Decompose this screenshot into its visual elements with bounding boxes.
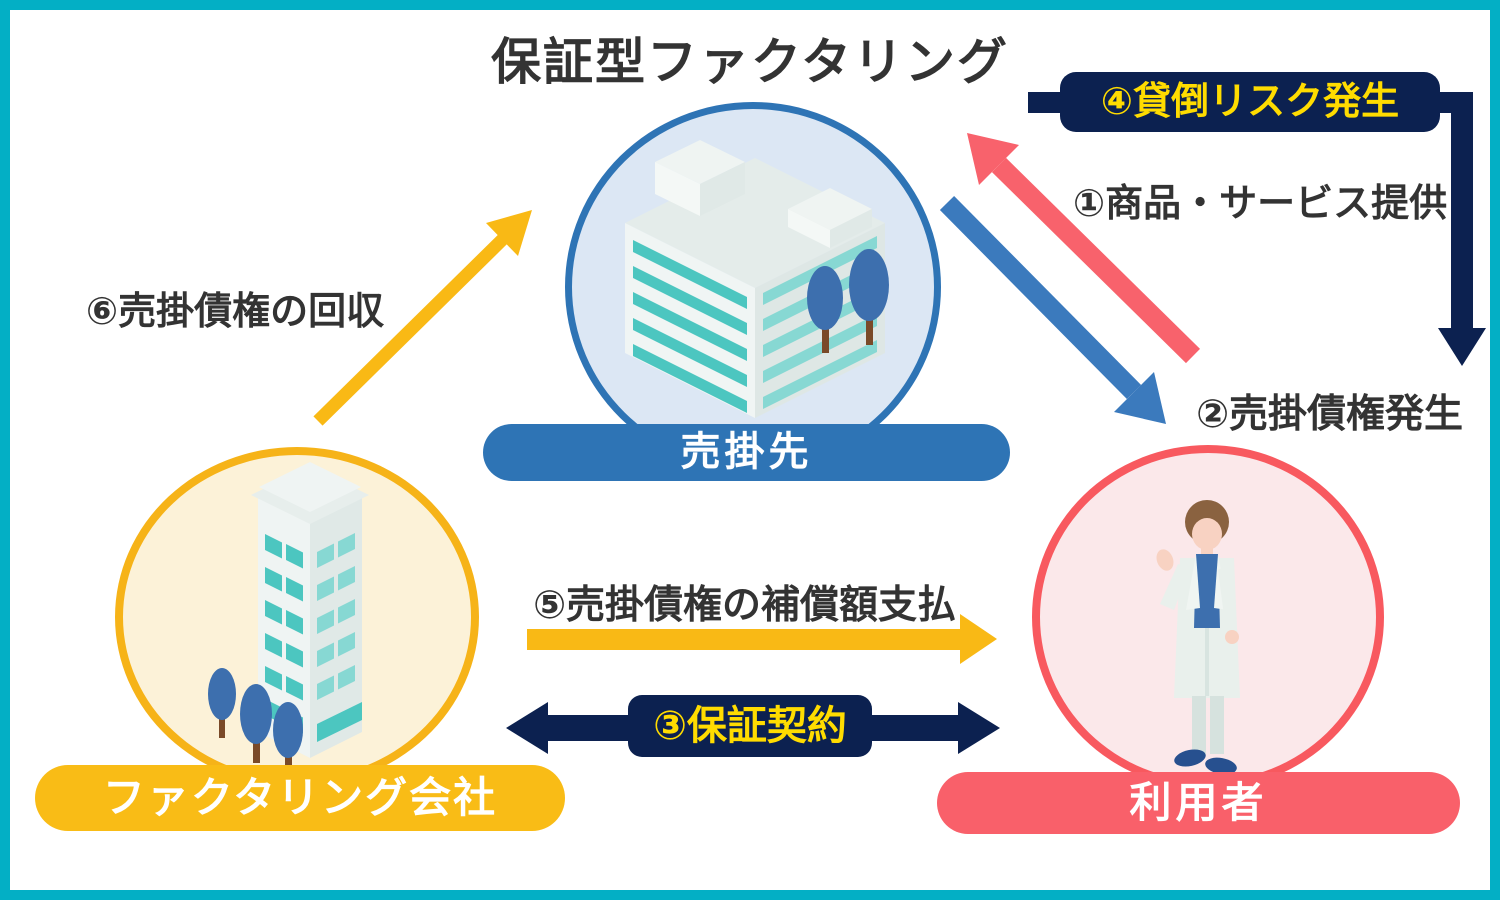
user-node-label: 利用者	[937, 772, 1460, 834]
tower-building-icon	[208, 462, 369, 774]
flow5-label: ⑤売掛債権の補償額支払	[533, 584, 957, 627]
flow4-arrow-navy-elbow	[1028, 92, 1486, 366]
factoring-node-label: ファクタリング会社	[35, 765, 565, 831]
flow6-label: ⑥売掛債権の回収	[86, 291, 385, 333]
flow1-arrow-red	[967, 133, 1201, 364]
person-figure	[1156, 500, 1240, 775]
flow5-arrow-yellow	[527, 614, 997, 664]
flow6-arrow-yellow	[313, 210, 532, 426]
flow2-label: ②売掛債権発生	[1196, 393, 1464, 436]
tree-icon	[208, 668, 303, 774]
flow3-badge: ③保証契約	[628, 695, 872, 757]
flow4-badge: ④貸倒リスク発生	[1060, 72, 1440, 132]
flow2-arrow-blue	[939, 195, 1166, 424]
flow1-label: ①商品・サービス提供	[1073, 183, 1448, 225]
office-building-icon	[625, 140, 889, 418]
tree-icon	[807, 249, 889, 353]
diagram-title: 保証型ファクタリング	[491, 34, 1009, 90]
customer-node-label: 売掛先	[483, 424, 1010, 481]
tower-building-main	[251, 462, 369, 758]
person-icon	[1156, 500, 1240, 775]
